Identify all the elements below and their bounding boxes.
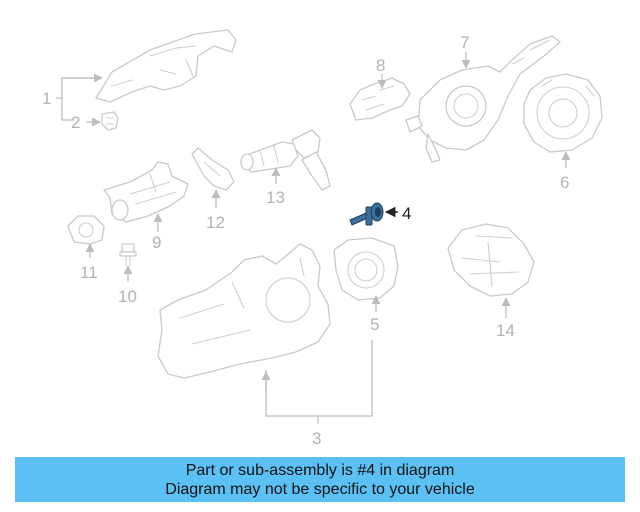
callout-4: 4 <box>402 204 411 223</box>
banner-line-2: Diagram may not be specific to your vehi… <box>165 480 475 498</box>
callout-10: 10 <box>118 287 137 306</box>
callout-8: 8 <box>376 56 385 75</box>
callout-11: 11 <box>80 263 98 282</box>
parts-diagram: 1 2 8 7 6 12 <box>42 29 603 448</box>
trim-bezel <box>333 237 399 301</box>
callout-12: 12 <box>206 213 225 232</box>
lock-housing <box>103 161 189 223</box>
callout-9: 9 <box>152 233 161 252</box>
switch-body <box>67 215 105 245</box>
upper-column-cover <box>95 29 237 103</box>
callout-14: 14 <box>496 321 515 340</box>
callout-5: 5 <box>370 315 379 334</box>
banner-line-1: Part or sub-assembly is #4 in diagram <box>185 461 455 479</box>
clock-spring <box>523 73 603 153</box>
callout-3: 3 <box>312 429 321 448</box>
callout-13: 13 <box>266 188 285 207</box>
steering-module <box>447 223 535 297</box>
lower-column-cover <box>157 243 331 379</box>
control-module-part <box>349 77 411 121</box>
callout-6: 6 <box>560 173 569 192</box>
callout-2: 2 <box>71 113 80 132</box>
screw-part <box>119 243 137 267</box>
ignition-lock-cylinder <box>240 129 331 191</box>
clip-part <box>101 111 119 131</box>
callout-3-bracket <box>265 340 373 424</box>
callout-7: 7 <box>460 33 469 52</box>
combination-switch <box>405 35 561 163</box>
bracket-part <box>191 147 235 191</box>
info-banner: Part or sub-assembly is #4 in diagram Di… <box>15 457 625 502</box>
callout-1: 1 <box>42 89 51 108</box>
highlighted-bolt <box>349 202 384 226</box>
